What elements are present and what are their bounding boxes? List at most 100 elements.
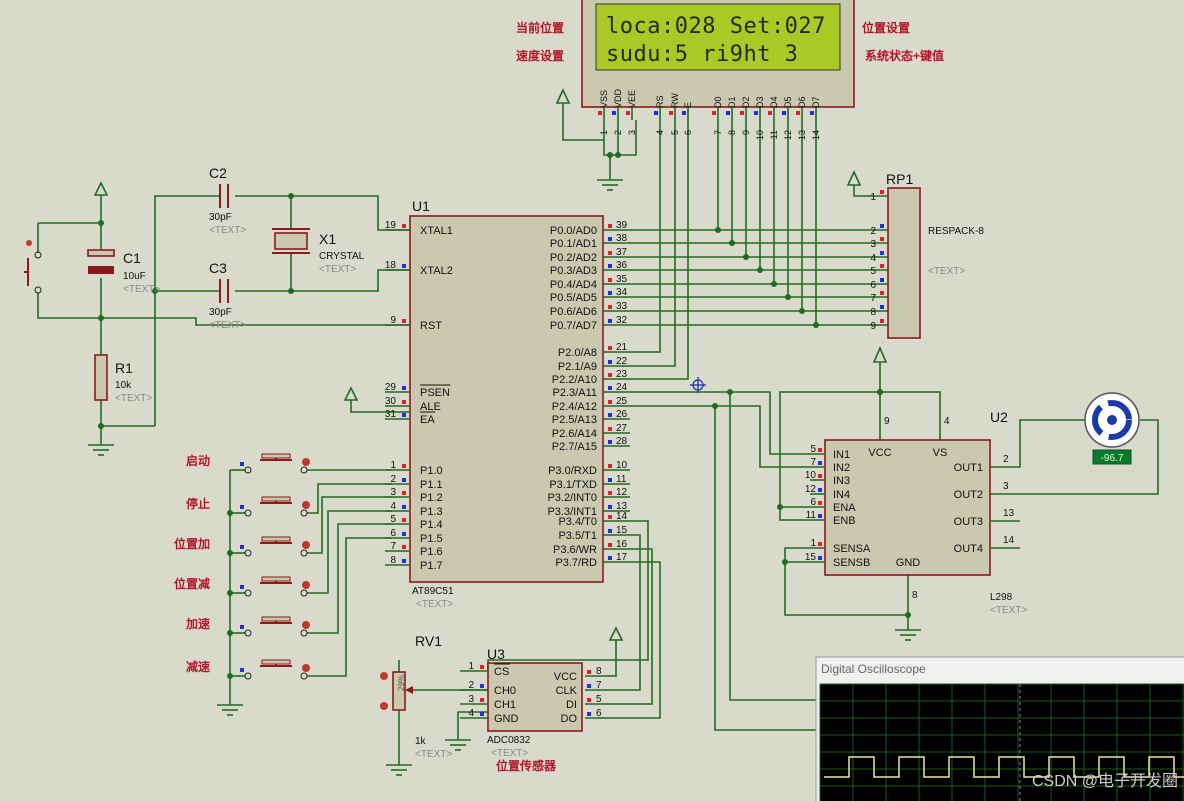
c2-text: <TEXT> bbox=[209, 225, 246, 236]
u2-pin-name: GND bbox=[896, 557, 921, 569]
lcd-pin-number: 6 bbox=[683, 130, 693, 135]
u2-pin-marker bbox=[818, 501, 822, 505]
u2-pin-number: 11 bbox=[806, 510, 817, 521]
lcd-pin-marker bbox=[626, 111, 630, 115]
u2-pin-number: 1 bbox=[810, 538, 816, 549]
motor-readout: -96.7 bbox=[1101, 453, 1124, 464]
u3-pin-name: CS bbox=[494, 666, 509, 678]
rp1-pin-marker bbox=[880, 291, 884, 295]
push-button[interactable] bbox=[240, 453, 310, 474]
lcd-module[interactable]: loca:028 Set:027 sudu:5 ri9ht 3 VSS1VDD2… bbox=[581, 0, 855, 140]
u3-pin-name: CLK bbox=[556, 685, 578, 697]
lcd-pin-number: 5 bbox=[670, 130, 680, 135]
u3-pin-marker bbox=[587, 712, 591, 716]
u2-pin-marker bbox=[818, 461, 822, 465]
x1-crystal[interactable]: X1 CRYSTAL <TEXT> bbox=[272, 228, 365, 275]
u1-pin-marker bbox=[608, 278, 612, 282]
rv1-ref: RV1 bbox=[415, 633, 442, 649]
u1-pin-marker bbox=[608, 373, 612, 377]
u2-pin-marker bbox=[818, 474, 822, 478]
u2-pin-name: VS bbox=[933, 447, 948, 459]
u2-pin-name: IN1 bbox=[833, 449, 850, 461]
push-button[interactable] bbox=[240, 616, 310, 637]
u1-pin-name: P1.3 bbox=[420, 506, 443, 518]
wires bbox=[37, 103, 1159, 765]
u1-pin-number: 32 bbox=[616, 315, 628, 326]
u1-pin-name: P1.4 bbox=[420, 519, 443, 531]
u1-pin-marker bbox=[608, 440, 612, 444]
u1-pin-number: 22 bbox=[616, 356, 628, 367]
rv1-potentiometer[interactable]: 29% RV1 1k <TEXT> bbox=[380, 633, 452, 760]
u1-pin-name: P3.6/WR bbox=[553, 544, 597, 556]
rv1-percent: 29% bbox=[397, 675, 406, 691]
u1-pin-number: 5 bbox=[390, 514, 396, 525]
u2-pin-number: 5 bbox=[810, 444, 816, 455]
rp1-pin-marker bbox=[880, 264, 884, 268]
u1-pin-marker bbox=[608, 491, 612, 495]
c2-capacitor[interactable]: C2 30pF <TEXT> bbox=[209, 165, 246, 236]
lcd-pin-name: D2 bbox=[741, 96, 751, 108]
rp1-pin-marker bbox=[880, 305, 884, 309]
c1-capacitor[interactable]: C1 10uF <TEXT> bbox=[87, 249, 160, 295]
push-button[interactable] bbox=[240, 536, 310, 557]
lcd-pin-number: 10 bbox=[755, 130, 765, 140]
u1-pin-marker bbox=[608, 464, 612, 468]
lcd-line-2: sudu:5 ri9ht 3 bbox=[606, 42, 798, 67]
u1-ref: U1 bbox=[412, 198, 430, 214]
push-button[interactable] bbox=[240, 496, 310, 517]
rp1-ref: RP1 bbox=[886, 171, 913, 187]
rp1-pin-number: 4 bbox=[870, 253, 876, 264]
u1-pin-name: P3.1/TXD bbox=[549, 479, 597, 491]
u3-pin-name: GND bbox=[494, 713, 519, 725]
lcd-pin-name: D4 bbox=[769, 96, 779, 108]
c1-ref: C1 bbox=[123, 250, 141, 266]
u1-pin-marker bbox=[608, 478, 612, 482]
c3-capacitor[interactable]: C3 30pF <TEXT> bbox=[209, 260, 246, 331]
u3-pin-marker bbox=[480, 684, 484, 688]
u2-pin-number: 2 bbox=[1003, 454, 1009, 465]
u1-pin-number: 19 bbox=[385, 220, 397, 231]
u2-pin-name: ENB bbox=[833, 515, 856, 527]
dc-motor[interactable]: -96.7 bbox=[1084, 392, 1140, 465]
u1-pin-name: P1.0 bbox=[420, 465, 443, 477]
u2-pin-name: OUT2 bbox=[954, 489, 983, 501]
u2-pin-marker bbox=[818, 514, 822, 518]
u2-pin-number: 3 bbox=[1003, 481, 1009, 492]
x1-ref: X1 bbox=[319, 231, 336, 247]
u3-ref: U3 bbox=[487, 646, 505, 662]
rp1-pin-number: 5 bbox=[870, 266, 876, 277]
u1-pin-number: 15 bbox=[616, 525, 628, 536]
u2-pin-name: OUT4 bbox=[954, 543, 983, 555]
push-button[interactable] bbox=[240, 576, 310, 597]
u1-pin-number: 39 bbox=[616, 220, 628, 231]
reset-button[interactable] bbox=[24, 240, 42, 294]
lcd-pin-marker bbox=[740, 111, 744, 115]
u1-pin-name: P0.1/AD1 bbox=[550, 238, 597, 250]
u3-pin-number: 2 bbox=[468, 680, 474, 691]
u1-pin-name: P2.6/A14 bbox=[552, 428, 597, 440]
lcd-pin-marker bbox=[754, 111, 758, 115]
u1-pin-marker bbox=[608, 427, 612, 431]
u1-pin-marker bbox=[402, 464, 406, 468]
u1-pin-number: 26 bbox=[616, 409, 628, 420]
u1-pin-name: EA bbox=[420, 414, 435, 426]
oscilloscope-title: Digital Oscilloscope bbox=[821, 662, 926, 676]
u1-pin-number: 12 bbox=[616, 487, 628, 498]
power-symbols bbox=[88, 88, 921, 776]
u1-pin-number: 34 bbox=[616, 287, 628, 298]
r1-resistor[interactable]: R1 10k <TEXT> bbox=[94, 354, 152, 404]
u3-pin-number: 8 bbox=[596, 666, 602, 677]
button-label: 位置加 bbox=[174, 536, 210, 551]
lcd-pin-name: RS bbox=[655, 95, 665, 108]
lcd-pin-number: 3 bbox=[627, 130, 637, 135]
lcd-pin-name: VDD bbox=[613, 88, 623, 108]
u2-pin-name: OUT3 bbox=[954, 516, 983, 528]
push-button[interactable] bbox=[240, 659, 310, 680]
oscilloscope-window[interactable]: Digital Oscilloscope bbox=[815, 656, 1184, 801]
